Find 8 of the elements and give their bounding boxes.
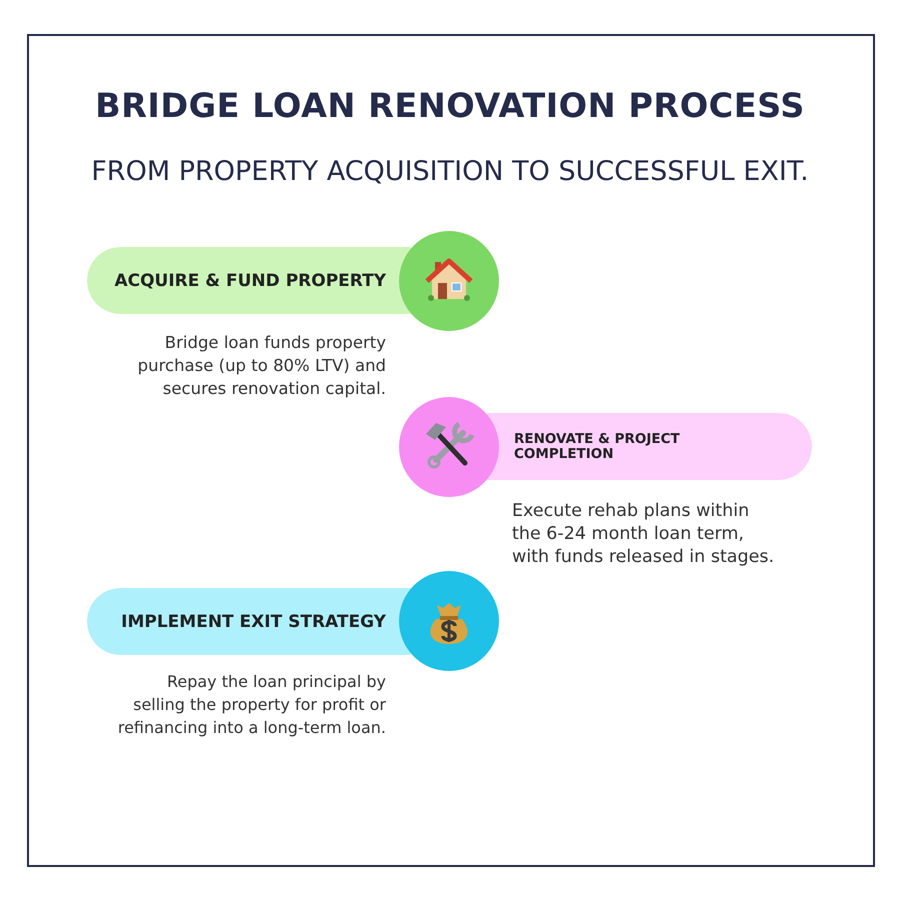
step-description: Repay the loan principal by selling the property for profit or refinancing into a long-term loan. [116, 671, 386, 739]
step-heading: RENOVATE & PROJECT COMPLETION [514, 432, 681, 462]
title: BRIDGE LOAN RENOVATION PROCESS [94, 86, 806, 125]
step-description: Execute rehab plans within the 6-24 month loan term, with funds released in stages. [512, 500, 776, 569]
step-heading: ACQUIRE & FUND PROPERTY [114, 270, 386, 290]
step-description: Bridge loan funds property purchase (up to 80% LTV) and secures renovation capital. [136, 332, 386, 400]
subtitle: FROM PROPERTY ACQUISITION TO SUCCESSFUL EXIT. [90, 156, 810, 187]
step-heading: IMPLEMENT EXIT STRATEGY [121, 612, 386, 632]
